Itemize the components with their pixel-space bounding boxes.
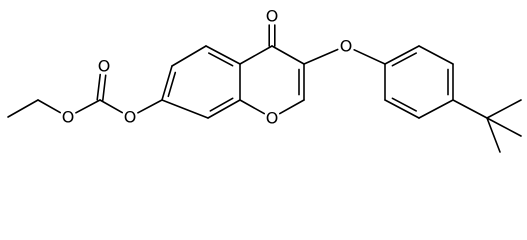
bond-p1-p2-inner (391, 52, 418, 67)
bond-methyl-ch2 (7, 99, 39, 118)
atom-label-o-carbonyl: O (98, 57, 111, 76)
bond-c4a-c4 (239, 45, 273, 65)
bond-o-ring-c8a (239, 99, 266, 115)
bond-c6-c5 (171, 45, 207, 67)
bond-c-carbonate-o-aryl (99, 99, 123, 114)
bond-layer (7, 24, 522, 153)
bond-p4-p5 (418, 99, 454, 119)
bond-p4-cq (452, 99, 488, 119)
bond-c8a-c8 (207, 99, 241, 119)
bond-c-carbonate-o-carbonyl (102, 74, 107, 102)
atom-label-o-ring: O (266, 109, 279, 128)
bond-p5-p6 (384, 99, 420, 119)
bond-ch2-o-ester (37, 99, 62, 114)
atom-label-o-ether: O (340, 37, 353, 56)
bond-c5-c4a-inner (208, 52, 234, 67)
bond-p1-p2 (384, 45, 420, 65)
bond-c5-c4a (205, 45, 241, 65)
bond-c-carbonate-o-carbonyl-second (96, 73, 101, 101)
bond-o-aryl-c7 (137, 99, 163, 114)
bond-c2-o-ring (278, 99, 305, 115)
bond-c8a-c8-inner (209, 97, 234, 112)
atom-label-o-aryl: O (124, 108, 137, 127)
bond-c8-c7 (161, 99, 209, 119)
bond-o-ester-c-carbonate (75, 99, 101, 114)
bond-c4-c3 (271, 45, 305, 65)
bond-cq-me-c (486, 117, 501, 153)
bond-o-ether-p1 (353, 48, 386, 65)
atom-label-o-ketone: O (266, 7, 279, 26)
bond-c7-c6-inner (167, 71, 177, 98)
bond-p5-p6-inner (391, 97, 418, 112)
chemical-structure-diagram: O O O O O O (7, 7, 522, 153)
atom-label-o-ester: O (62, 108, 75, 127)
bond-c7-c6 (161, 65, 173, 101)
atom-label-layer: O O O O O O (62, 7, 353, 128)
bond-cq-me-a (486, 99, 522, 119)
bond-p2-p3 (418, 45, 454, 65)
bond-c3-o-ether (303, 48, 339, 65)
bond-cq-me-b (486, 117, 522, 137)
